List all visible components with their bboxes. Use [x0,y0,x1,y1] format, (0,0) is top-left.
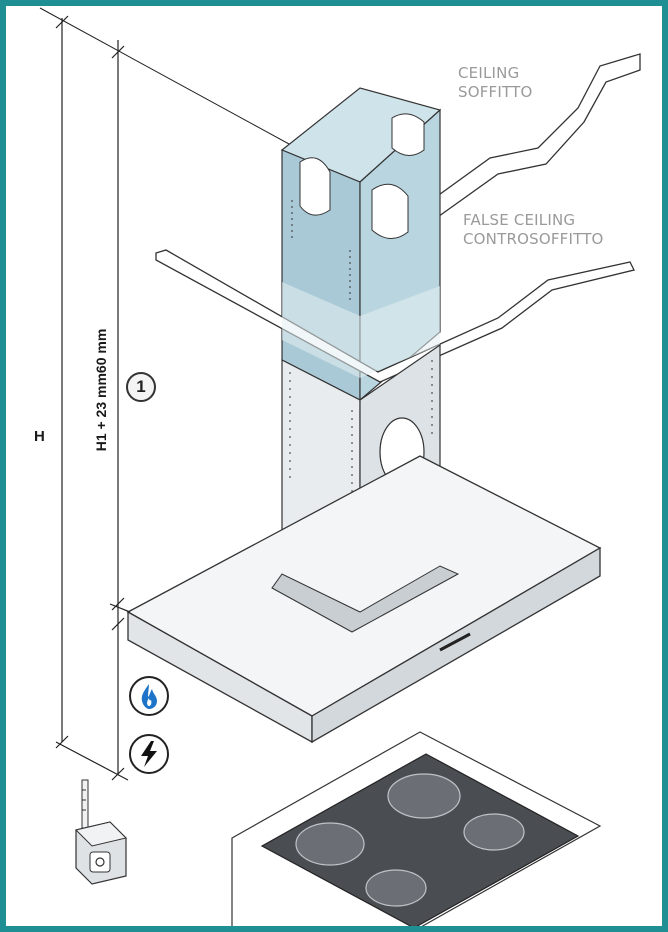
hob [231,731,602,932]
electric-bolt-icon-glyph [141,741,157,767]
ceiling-label: CEILING SOFFITTO [458,64,532,102]
ceiling-label-it: SOFFITTO [458,83,533,101]
ceiling-line [39,7,301,151]
false-ceiling-label-en: FALSE CEILING [463,211,576,229]
hood-canopy [126,455,602,744]
total-height-label: H [34,428,45,445]
chimney-height-label: H1 + 23 mm60 mm [93,329,109,452]
gas-flame-icon-glyph [141,684,157,709]
chimney-height-text: H1 + 23 mm60 mm [93,328,109,452]
tape-measure-icon [75,779,127,885]
false-ceiling-label: FALSE CEILING CONTROSOFFITTO [463,211,604,249]
false-ceiling-label-it: CONTROSOFFITTO [463,230,604,248]
dimension-lines [55,15,131,781]
gas-flame-icon [129,676,169,716]
ceiling-label-en: CEILING [458,64,520,82]
electric-bolt-icon [129,734,169,774]
callout-1: 1 [126,372,156,402]
ceiling-slab [417,53,641,225]
